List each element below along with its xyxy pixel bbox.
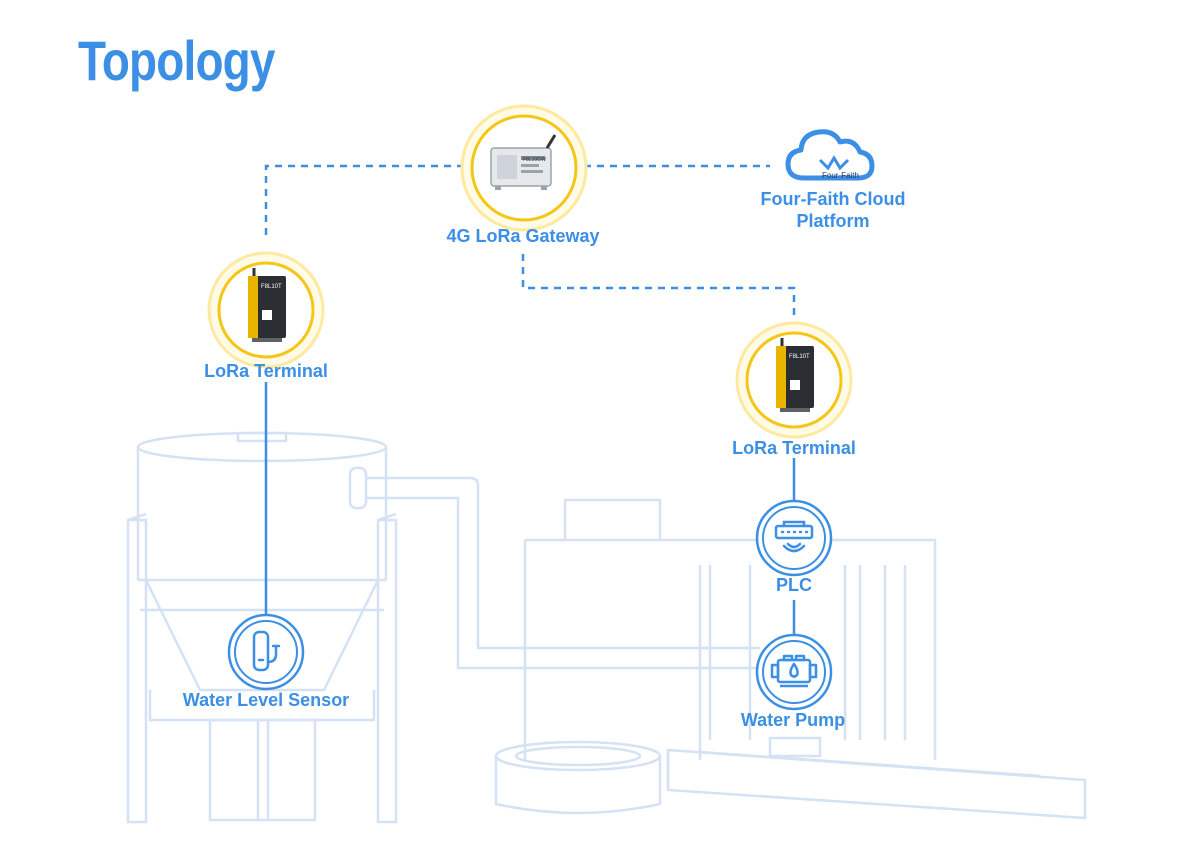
- link-gateway-to-left-terminal: [264, 164, 464, 240]
- cloud-logo-text: Four-Faith: [822, 171, 859, 180]
- lora-terminal-right-node: F8L10T: [735, 321, 853, 439]
- water-level-sensor-icon: [252, 630, 281, 672]
- lora-terminal-left-label: LoRa Terminal: [204, 361, 328, 381]
- gateway-node: F8L10GW: [460, 104, 588, 232]
- cloud-logo-icon: Four-Faith: [785, 129, 875, 181]
- cloud-label-line2: Platform: [796, 211, 870, 231]
- lora-terminal-icon: F8L10T: [776, 338, 814, 412]
- gateway-device-label: F8L10GW: [523, 157, 546, 163]
- link-gateway-to-right-terminal: [521, 254, 796, 318]
- plc-icon: [774, 520, 814, 553]
- plc-node: [755, 499, 833, 577]
- cloud-label: Four-Faith Cloud Platform: [761, 188, 906, 232]
- sensor-node: [227, 613, 305, 691]
- plc-label: PLC: [776, 575, 812, 595]
- cloud-label-line1: Four-Faith Cloud: [760, 189, 906, 209]
- lora-left-device-label: F8L10T: [261, 284, 282, 290]
- gateway-device-icon: F8L10GW: [490, 134, 557, 190]
- pump-icon: [770, 654, 818, 688]
- lora-terminal-left-node: F8L10T: [207, 251, 325, 369]
- lora-terminal-icon: F8L10T: [248, 268, 286, 342]
- page-title: Topology: [78, 29, 275, 92]
- gateway-label: 4G LoRa Gateway: [446, 226, 600, 246]
- sensor-label: Water Level Sensor: [182, 690, 350, 710]
- pump-node: [755, 633, 833, 711]
- pump-label: Water Pump: [740, 710, 846, 730]
- lora-terminal-right-label: LoRa Terminal: [732, 438, 856, 458]
- lora-right-device-label: F8L10T: [789, 354, 810, 360]
